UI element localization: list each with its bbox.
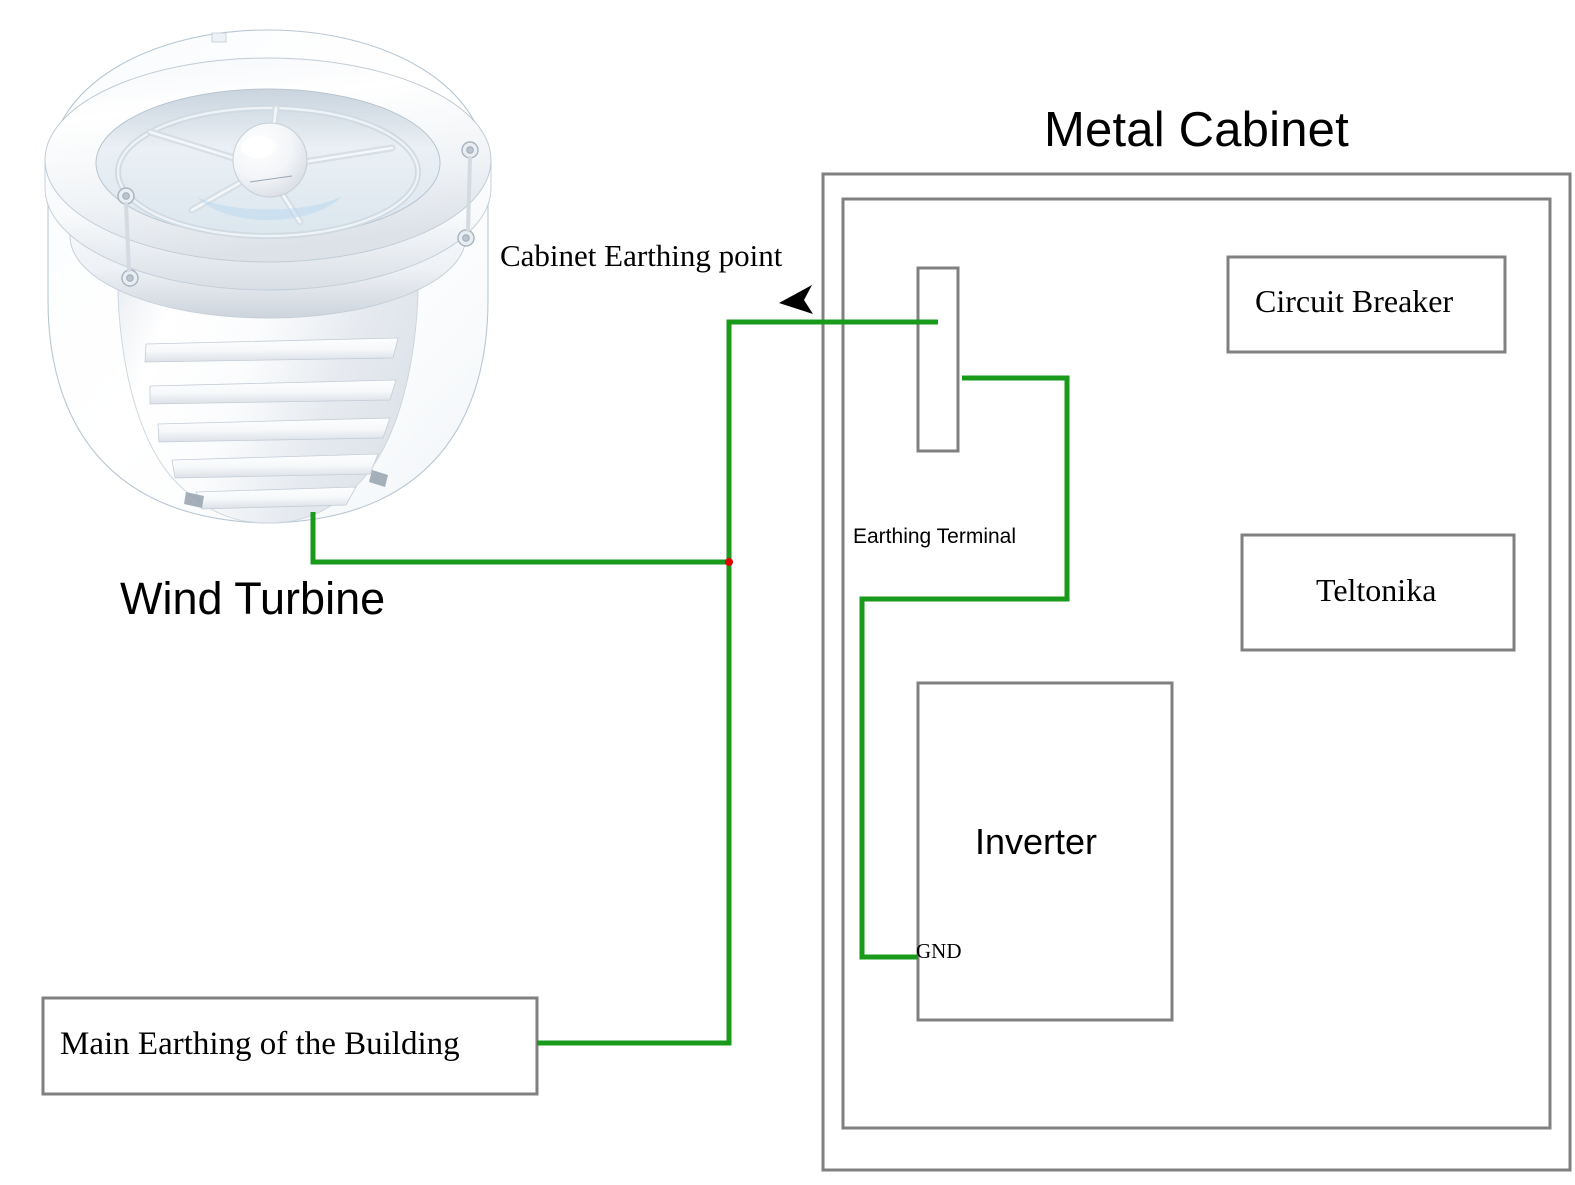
- circuit-breaker-box[interactable]: [1226, 255, 1507, 354]
- wire-trunk-to-cabinet-earthing: [726, 319, 938, 562]
- earthing-terminal-box[interactable]: [916, 266, 960, 453]
- turbine-mount-lugs: [117, 141, 479, 287]
- cabinet-earthing-arrow-icon: [779, 285, 813, 314]
- inverter-box[interactable]: [916, 681, 1174, 1022]
- cabinet-earthing-point-label: Cabinet Earthing point: [500, 238, 783, 273]
- wire-terminal-to-inverter-gnd: [859, 375, 1070, 960]
- teltonika-label: Teltonika: [1316, 572, 1437, 608]
- gnd-terminal-label: GND: [916, 939, 962, 963]
- main-earthing-label: Main Earthing of the Building: [60, 1026, 460, 1062]
- turbine-artwork: [44, 29, 492, 524]
- wire-turbine-to-trunk: [310, 512, 729, 565]
- metal-cabinet-inner-box: [841, 197, 1552, 1130]
- inverter-label: Inverter: [975, 821, 1098, 862]
- wind-turbine-label: Wind Turbine: [120, 573, 386, 624]
- turbine-louvres: [144, 337, 399, 510]
- earthing-terminal-label: Earthing Terminal: [853, 525, 1017, 548]
- wire-junction-dot: [725, 558, 733, 566]
- wire-building-earth-to-trunk: [537, 562, 732, 1046]
- main-earthing-box[interactable]: [41, 996, 539, 1096]
- page-title: Metal Cabinet: [1044, 103, 1349, 157]
- turbine-hardware: [184, 470, 388, 508]
- teltonika-box[interactable]: [1240, 533, 1516, 652]
- circuit-breaker-label: Circuit Breaker: [1255, 283, 1454, 319]
- metal-cabinet-outer-box: [821, 172, 1572, 1172]
